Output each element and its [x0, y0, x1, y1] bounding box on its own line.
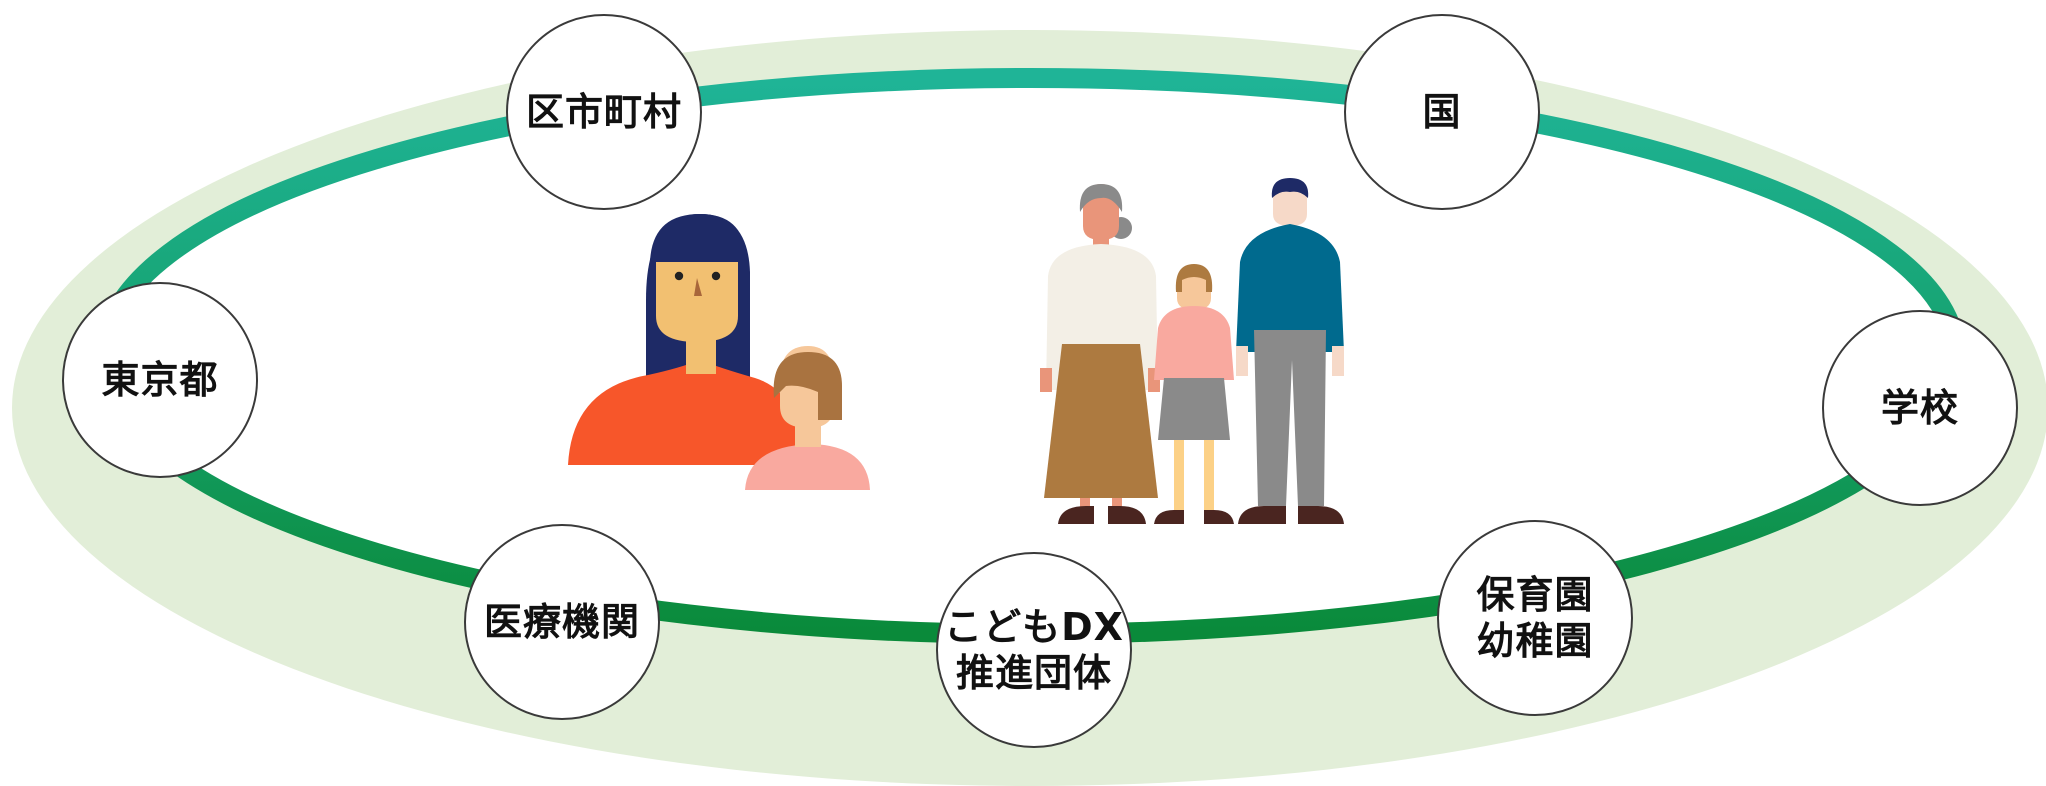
collaboration-ring: [94, 68, 1966, 644]
node-medical-institutions-label: 医療機関: [483, 599, 640, 644]
mother-and-child-illustration: [568, 214, 870, 490]
node-kodomo-dx-label-line-1: こどもDX: [944, 604, 1124, 649]
node-nursery-kindergarten: 保育園 幼稚園: [1437, 520, 1633, 716]
node-municipalities: 区市町村: [506, 14, 702, 210]
node-national-government-label: 国: [1422, 89, 1462, 134]
node-kodomo-dx-label-line-2: 推進団体: [955, 651, 1112, 695]
node-school-label: 学校: [1880, 385, 1959, 430]
node-medical-institutions: 医療機関: [464, 524, 660, 720]
node-nursery-label-line-1: 保育園: [1476, 572, 1594, 617]
node-nursery-label-line-2: 幼稚園: [1476, 619, 1594, 663]
family-illustration: [1040, 178, 1344, 524]
node-tokyo-metropolitan: 東京都: [62, 282, 258, 478]
girl-figure: [1154, 264, 1234, 524]
node-national-government: 国: [1344, 14, 1540, 210]
node-municipalities-label: 区市町村: [525, 89, 682, 134]
node-kodomo-dx-organizations: こどもDX 推進団体: [936, 552, 1132, 748]
node-tokyo-metropolitan-label: 東京都: [101, 357, 219, 402]
father-figure: [1236, 178, 1344, 524]
node-school: 学校: [1822, 310, 2018, 506]
grandmother-figure: [1040, 184, 1160, 524]
